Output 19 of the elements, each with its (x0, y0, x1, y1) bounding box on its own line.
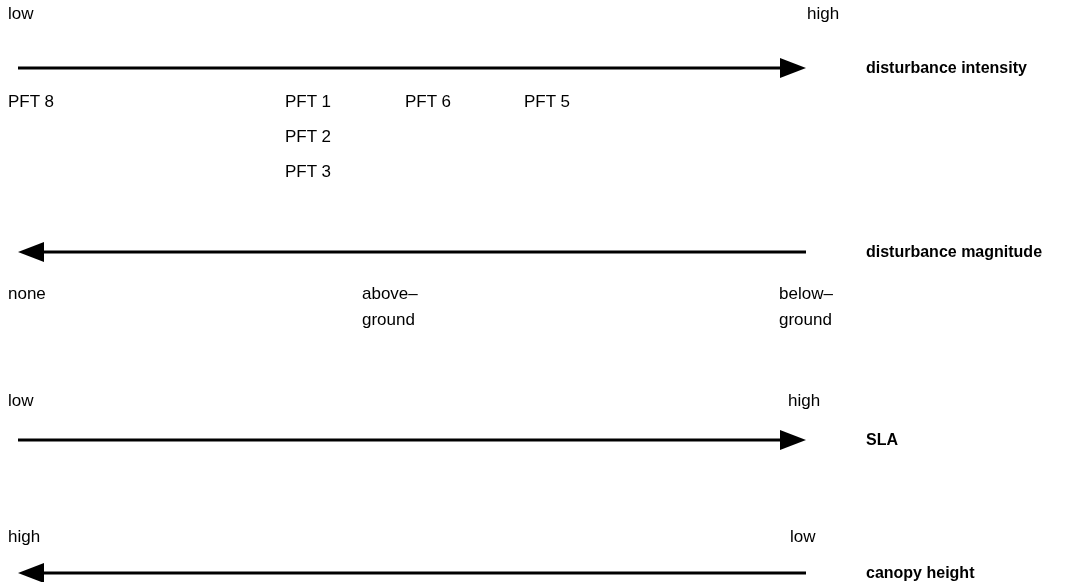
scale-label: below– ground (779, 283, 834, 331)
pft-label: PFT 6 (405, 92, 451, 112)
scale-label: high (807, 4, 840, 24)
scale-label: low (8, 4, 34, 24)
scale-label: low (790, 527, 816, 547)
pft-label: PFT 8 (8, 92, 54, 112)
scale-label: high (8, 527, 41, 547)
pft-label: PFT 5 (524, 92, 570, 112)
scale-label: low (8, 391, 34, 411)
axis-title: SLA (866, 430, 898, 450)
pft-label: PFT 1 (285, 92, 331, 112)
scale-label: above– ground (362, 283, 419, 331)
scale-label: none (8, 284, 46, 304)
pft-label: PFT 3 (285, 162, 331, 182)
scale-label: high (788, 391, 821, 411)
axis-title: canopy height (866, 563, 975, 582)
axis-title: disturbance magnitude (866, 242, 1043, 262)
pft-label: PFT 2 (285, 127, 331, 147)
axis-title: disturbance intensity (866, 58, 1027, 78)
